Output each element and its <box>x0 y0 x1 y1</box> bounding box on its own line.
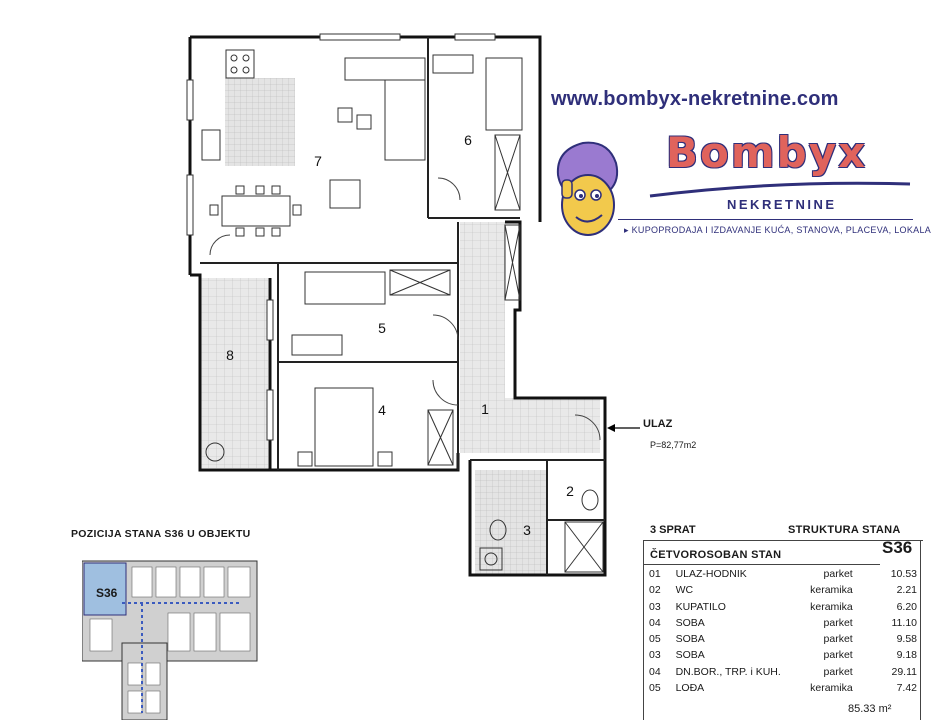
unit-code: S36 <box>882 538 913 557</box>
mascot-logo <box>556 141 619 236</box>
brand-name: Bombyx <box>666 128 868 177</box>
kitchen-floor <box>225 78 295 166</box>
brand-tag-line <box>618 219 913 220</box>
loggia-floor <box>200 278 268 468</box>
bathroom-floor <box>475 470 547 575</box>
floor-plan: 7 6 5 4 8 1 2 3 <box>186 33 640 577</box>
brand-tagline: ▸ KUPOPRODAJA I IZDAVANJE KUĆA, STANOVA,… <box>624 225 932 235</box>
unit-type: ČETVOROSOBAN STAN <box>650 549 782 561</box>
table-frame-right <box>920 540 921 720</box>
brand-tagline-text: KUPOPRODAJA I IZDAVANJE KUĆA, STANOVA, P… <box>631 225 932 235</box>
brand-swoosh <box>649 181 911 198</box>
brand-subtitle: NEKRETNINE <box>727 197 837 212</box>
building-position-map: S36 <box>82 560 258 720</box>
entrance-label: ULAZ <box>643 418 673 430</box>
apartment-area: P=82,77m2 <box>650 440 697 450</box>
table-frame-bottom <box>643 564 880 565</box>
room-number-5: 5 <box>378 320 386 336</box>
website-url[interactable]: www.bombyx-nekretnine.com <box>551 88 839 110</box>
hallway-floor <box>460 222 600 453</box>
total-area: 85.33 m² <box>848 703 892 715</box>
position-title: POZICIJA STANA S36 U OBJEKTU <box>71 528 251 540</box>
room-number-6: 6 <box>464 132 472 148</box>
table-frame-left <box>643 540 644 720</box>
room-number-7: 7 <box>314 153 322 169</box>
room-number-1: 1 <box>481 401 489 417</box>
room-number-2: 2 <box>566 483 574 499</box>
floor-label: 3 SPRAT <box>650 524 696 536</box>
table-frame-top <box>643 540 923 541</box>
position-marker: S36 <box>96 586 118 600</box>
room-number-4: 4 <box>378 402 386 418</box>
structure-title: STRUKTURA STANA <box>788 524 901 536</box>
room-number-8: 8 <box>226 347 234 363</box>
room-number-3: 3 <box>523 522 531 538</box>
